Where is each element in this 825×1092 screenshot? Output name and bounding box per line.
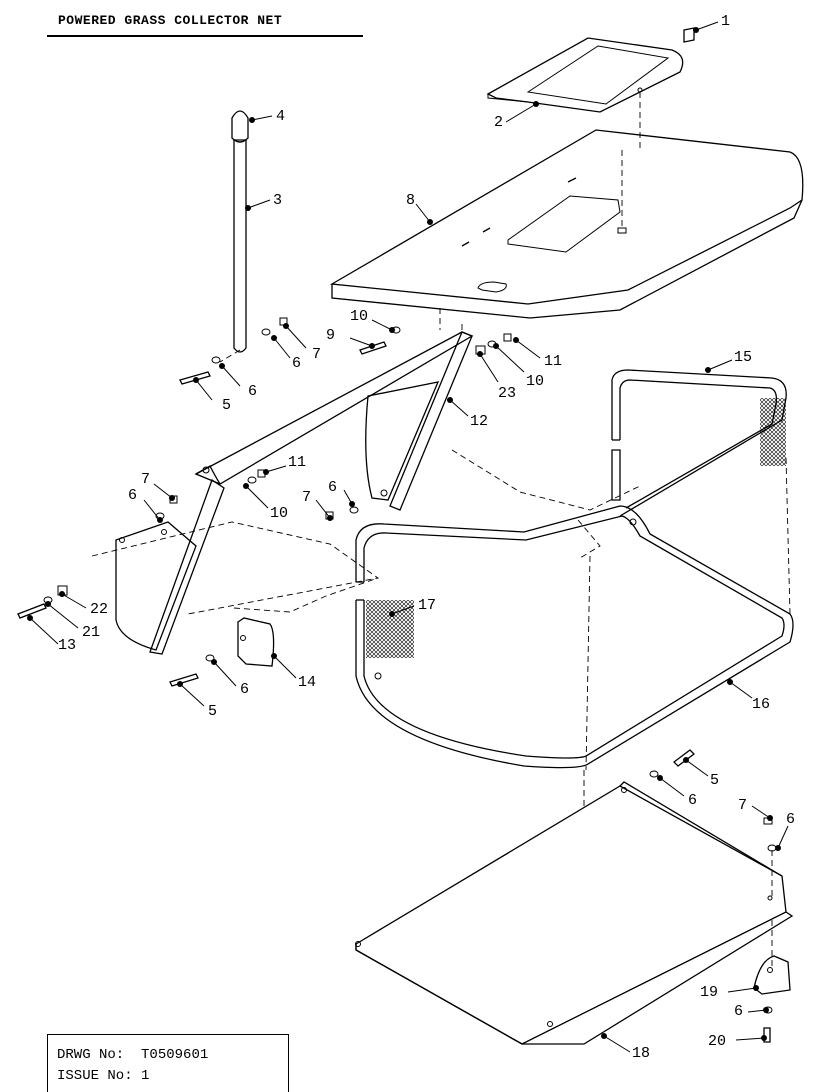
callout-10: 10 [526, 373, 545, 390]
drawing-title: POWERED GRASS COLLECTOR NET [58, 13, 283, 28]
callout-7: 7 [738, 797, 748, 814]
callout-19: 19 [700, 984, 719, 1001]
callout-12: 12 [470, 413, 489, 430]
callout-15: 15 [734, 349, 753, 366]
part-2-lid-plate [486, 37, 684, 150]
callout-2: 2 [494, 114, 504, 131]
callout-5: 5 [710, 772, 720, 789]
callout-6: 6 [328, 479, 338, 496]
part-12-side-frame [115, 331, 474, 655]
callout-13: 13 [58, 637, 77, 654]
callout-6: 6 [786, 811, 796, 828]
callout-5: 5 [208, 703, 218, 720]
callout-22: 22 [90, 601, 109, 618]
drawing-number-label: DRWG No: [57, 1047, 125, 1063]
callout-16: 16 [752, 696, 771, 713]
callout-7: 7 [302, 489, 312, 506]
callout-6: 6 [734, 1003, 744, 1020]
callout-14: 14 [298, 674, 317, 691]
callout-23: 23 [498, 385, 517, 402]
callout-18: 18 [632, 1045, 651, 1062]
fasteners [17, 317, 777, 1043]
callout-6: 6 [128, 487, 138, 504]
callout-7: 7 [141, 471, 151, 488]
part-16-main-frame [355, 457, 794, 769]
issue-number: 1 [141, 1068, 150, 1084]
callout-17: 17 [418, 597, 437, 614]
callout-20: 20 [708, 1033, 727, 1050]
title-underline [47, 35, 363, 37]
part-3-handle-rod [219, 110, 249, 363]
leader-lines [27, 21, 789, 1053]
part-8-top-lid [329, 129, 804, 330]
hidden-outlines [91, 320, 641, 808]
callout-6: 6 [248, 383, 258, 400]
issue-row: ISSUE No: 1 [57, 1066, 288, 1087]
callout-11: 11 [544, 353, 563, 370]
drawing-info-box: DRWG No: T0509601 ISSUE No: 1 [47, 1034, 289, 1092]
part-19-foot-plate [753, 955, 791, 995]
part-1-knob [683, 27, 695, 43]
callout-4: 4 [276, 108, 286, 125]
callout-1: 1 [721, 13, 731, 30]
issue-label: ISSUE No: [57, 1068, 133, 1084]
callout-21: 21 [82, 624, 101, 641]
callout-3: 3 [273, 192, 283, 209]
drawing-number: T0509601 [141, 1047, 209, 1063]
callout-8: 8 [406, 192, 416, 209]
part-14-bracket [237, 617, 275, 667]
callout-6: 6 [688, 792, 698, 809]
drawing-number-row: DRWG No: T0509601 [57, 1045, 288, 1066]
callout-10: 10 [350, 308, 369, 325]
callout-7: 7 [312, 346, 322, 363]
part-18-base-tray [355, 781, 794, 1045]
callout-9: 9 [326, 327, 336, 344]
callout-10: 10 [270, 505, 289, 522]
callout-6: 6 [292, 355, 302, 372]
callout-6: 6 [240, 681, 250, 698]
callout-5: 5 [222, 397, 232, 414]
part-15-rear-frame [611, 369, 787, 517]
callout-11: 11 [288, 454, 307, 471]
